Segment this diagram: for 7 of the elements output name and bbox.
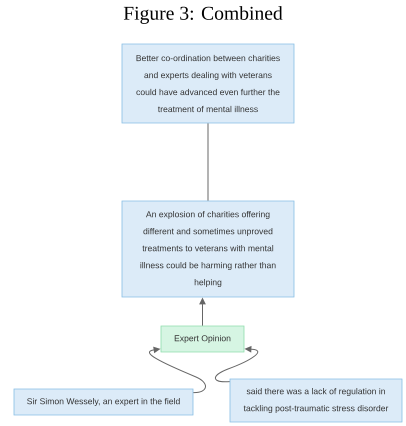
text-box: Sir Simon Wessely, an expert in the field	[14, 388, 194, 416]
category-box: Expert Opinion	[160, 326, 244, 352]
figure-title: Figure 3: Combined	[124, 6, 283, 24]
statement-box: Better co-ordination between charities and experts dealing with veterans could have advanced even further the treatment of mental illness	[122, 44, 294, 124]
statement-box: An explosion of charities offering different and sometimes unproved treatments to veterans with mental illness could be harming rather than helping	[122, 200, 294, 298]
arrow	[149, 346, 206, 394]
text-box: said there was a lack of regulation in tackling post-traumatic stress disorder	[230, 378, 402, 422]
